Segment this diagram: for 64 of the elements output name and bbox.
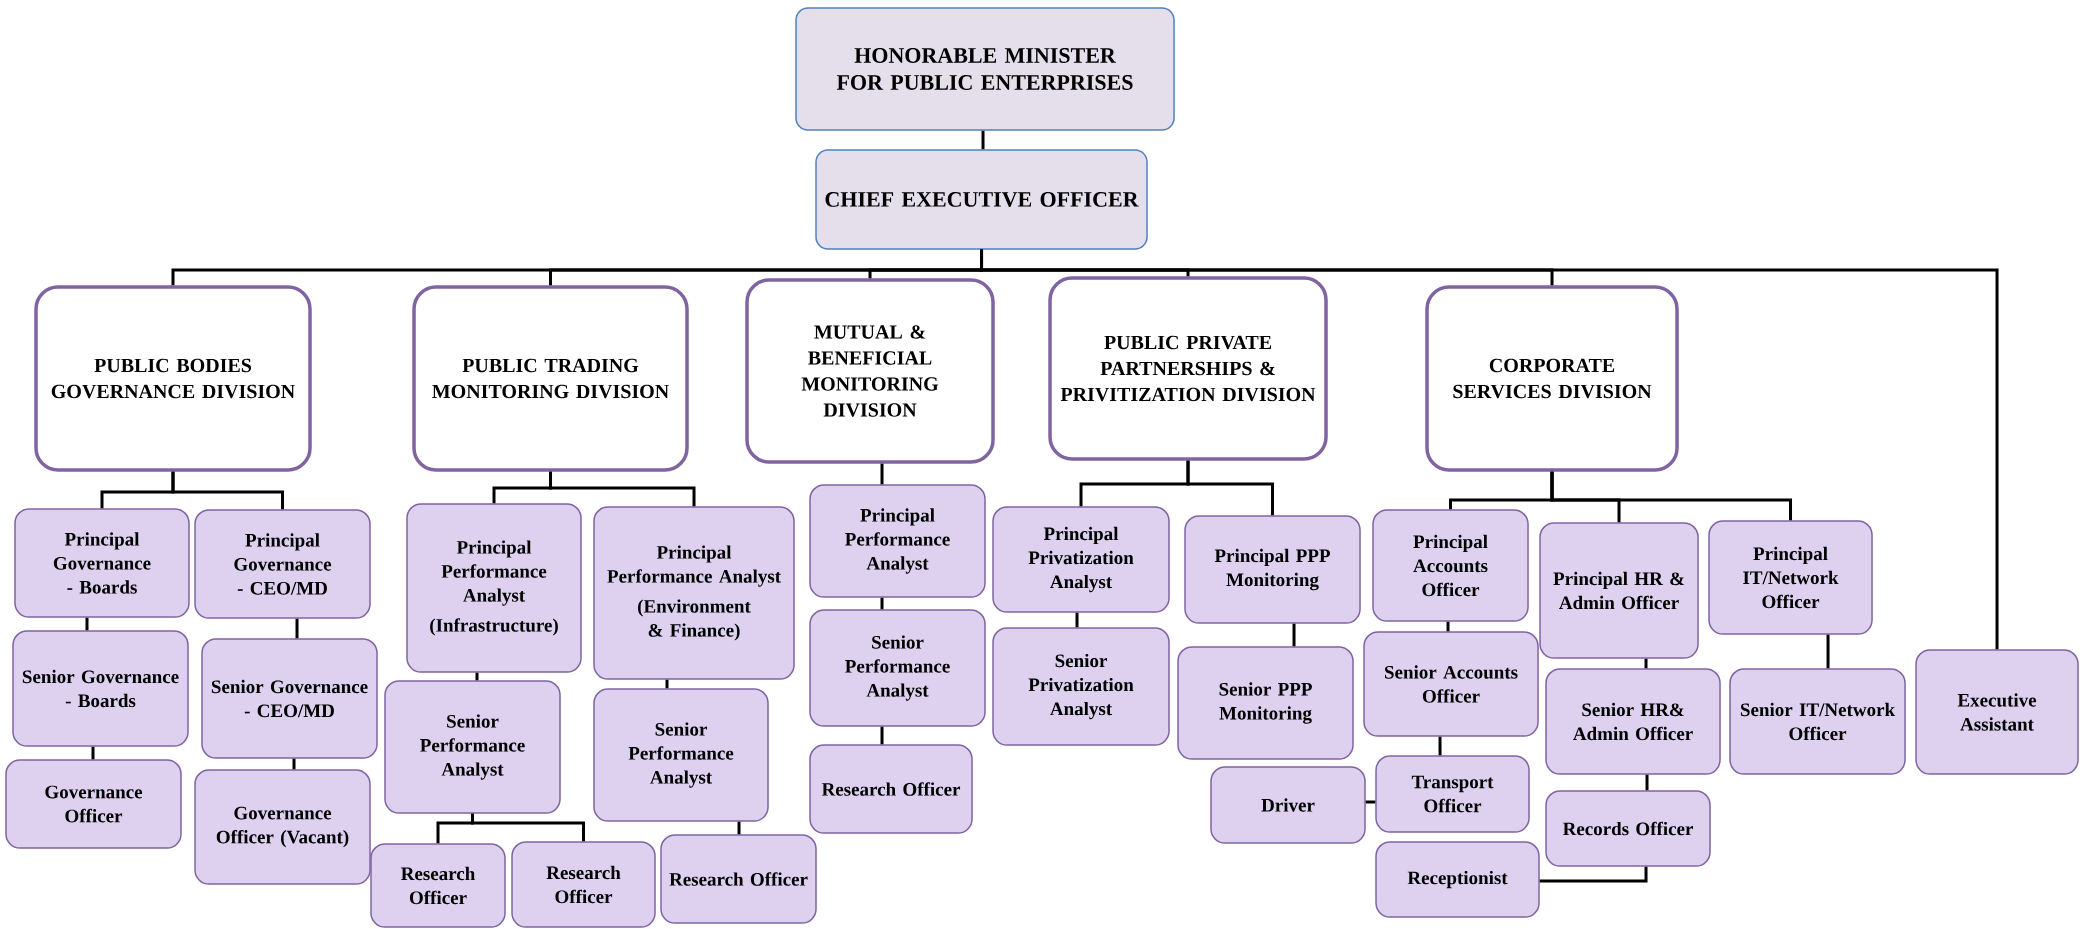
connector-line <box>880 726 884 745</box>
connector-line <box>171 471 284 510</box>
connector-line <box>1539 866 1648 883</box>
position-box: Principal Performance Analyst (Environment & Finance) <box>593 506 795 680</box>
connector-line <box>91 746 95 760</box>
connector-line <box>1826 634 1830 669</box>
connector-line <box>1365 800 1376 804</box>
division-box: PUBLIC BODIES GOVERNANCE DIVISION <box>34 285 312 472</box>
connector-line <box>549 471 696 507</box>
connector-line <box>471 813 585 842</box>
connector-line <box>1550 471 1792 521</box>
position-box: Senior Accounts Officer <box>1363 631 1539 737</box>
position-box: Research Officer <box>370 843 506 928</box>
connector-line <box>1186 460 1274 516</box>
connector-line <box>1438 736 1442 756</box>
position-box: Principal Governance - CEO/MD <box>194 509 371 619</box>
connector-line <box>1075 612 1079 628</box>
position-box: Principal Performance Analyst (Infrastructure) <box>406 503 582 673</box>
connector-line <box>665 679 669 689</box>
connector-line <box>292 758 296 770</box>
position-box: Governance Officer (Vacant) <box>194 769 371 885</box>
position-box: Senior HR& Admin Officer <box>1545 668 1721 775</box>
title-box: CHIEF EXECUTIVE OFFICER <box>815 149 1148 250</box>
position-box: Driver <box>1210 766 1366 844</box>
position-box: Principal IT/Network Officer <box>1708 520 1873 635</box>
position-box: Principal Performance Analyst <box>809 484 986 598</box>
position-box: Senior IT/Network Officer <box>1729 668 1906 775</box>
position-box: Principal PPP Monitoring <box>1184 515 1361 624</box>
position-box: Principal Accounts Officer <box>1372 509 1529 622</box>
connector-line <box>737 821 741 835</box>
connector-line <box>295 618 299 639</box>
connector-line <box>1644 658 1648 669</box>
connector-line <box>880 463 884 485</box>
position-box: Transport Officer <box>1375 755 1530 833</box>
division-box: PUBLIC TRADING MONITORING DIVISION <box>412 285 689 472</box>
division-box: PUBLIC PRIVATE PARTNERSHIPS & PRIVITIZATION DIVISION <box>1048 276 1328 461</box>
connector-line <box>1645 774 1649 791</box>
position-box: Senior Performance Analyst <box>593 688 769 822</box>
position-box: Executive Assistant <box>1915 649 2079 775</box>
title-box: HONORABLE MINISTER FOR PUBLIC ENTERPRISES <box>795 7 1175 131</box>
connector-line <box>880 597 884 610</box>
position-box: Research Officer <box>511 841 656 928</box>
division-box: MUTUAL & BENEFICIAL MONITORING DIVISION <box>745 278 995 464</box>
connector-line <box>1292 623 1296 647</box>
position-box: Senior Performance Analyst <box>384 680 561 814</box>
position-box: Senior Governance - Boards <box>12 630 189 747</box>
position-box: Principal Governance - Boards <box>14 508 190 618</box>
position-box: Senior Privatization Analyst <box>992 627 1170 746</box>
position-box: Senior Performance Analyst <box>809 609 986 727</box>
position-box: Records Officer <box>1545 790 1711 867</box>
connector-line <box>1446 621 1450 632</box>
position-box: Research Officer <box>660 834 817 924</box>
position-box: Senior Governance - CEO/MD <box>201 638 378 759</box>
connector-line <box>85 617 89 631</box>
connector-line <box>980 249 1999 650</box>
position-box: Research Officer <box>809 744 973 834</box>
position-box: Principal Privatization Analyst <box>992 506 1170 613</box>
position-box: Principal HR & Admin Officer <box>1539 522 1699 659</box>
division-box: CORPORATE SERVICES DIVISION <box>1425 285 1679 472</box>
connector-line <box>981 130 985 150</box>
position-box: Senior PPP Monitoring <box>1177 646 1354 760</box>
connector-line <box>475 672 479 681</box>
position-box: Governance Officer <box>5 759 182 849</box>
position-box: Receptionist <box>1375 841 1540 918</box>
